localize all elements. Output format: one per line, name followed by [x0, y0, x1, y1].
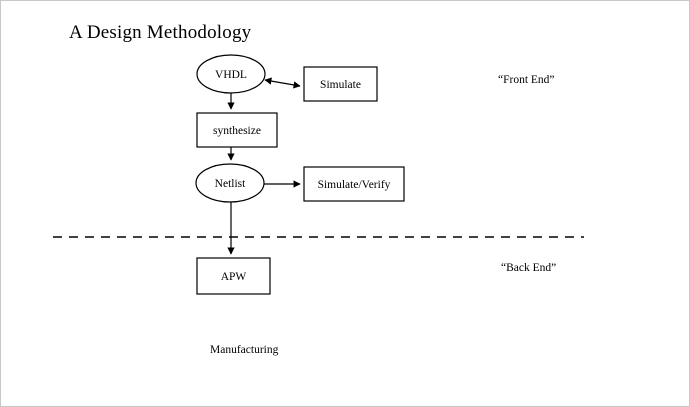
node-simulate[interactable]: [303, 66, 378, 102]
node-simulate-verify[interactable]: [303, 166, 405, 202]
node-synthesize-label: synthesize: [213, 125, 261, 137]
node-vhdl[interactable]: [196, 54, 266, 94]
manufacturing-annotation: Manufacturing: [210, 344, 279, 356]
back-end-annotation: “Back End”: [501, 262, 557, 274]
node-apw-label: APW: [221, 271, 247, 283]
node-synthesize[interactable]: [196, 112, 278, 148]
page-title: A Design Methodology: [69, 22, 252, 43]
front-end-annotation: “Front End”: [498, 74, 555, 86]
node-apw[interactable]: [196, 257, 271, 295]
node-simulate-verify-label: Simulate/Verify: [318, 179, 391, 191]
edge-vhdl-simulate: [264, 77, 301, 89]
node-vhdl-label: VHDL: [215, 69, 247, 81]
node-netlist[interactable]: [195, 163, 265, 203]
node-netlist-label: Netlist: [215, 178, 246, 190]
node-simulate-label: Simulate: [320, 79, 361, 91]
